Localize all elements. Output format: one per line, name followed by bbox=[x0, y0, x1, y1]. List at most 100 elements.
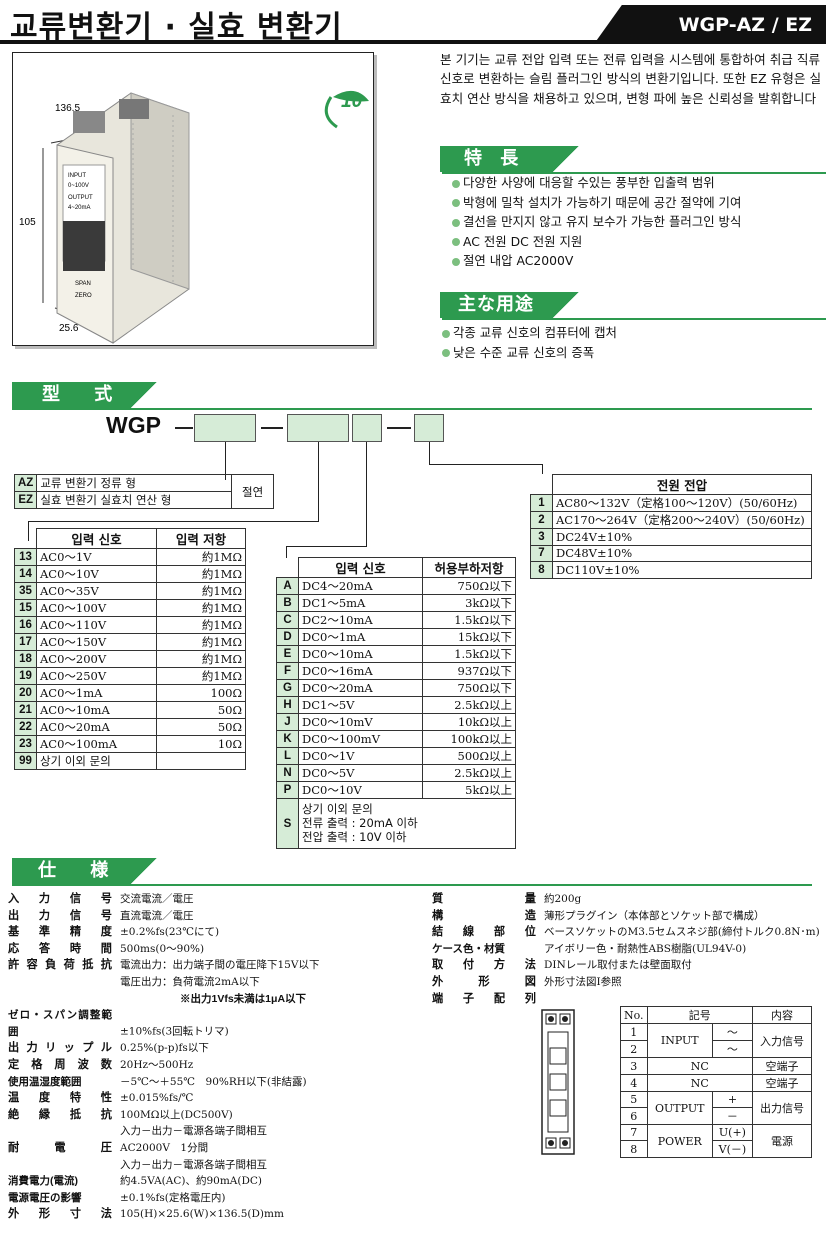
device-span-label: SPAN bbox=[75, 281, 91, 287]
spec-key: 応答時間 bbox=[8, 942, 112, 955]
features-band: 特 長 bbox=[440, 146, 576, 172]
title-rule bbox=[0, 40, 826, 44]
slot-input bbox=[287, 414, 349, 442]
spec-key: 外形寸法 bbox=[8, 1208, 112, 1221]
spec-key: 取付方法 bbox=[432, 959, 536, 972]
spec-key: ゼロ・スパン調整範囲 bbox=[8, 1009, 112, 1038]
dim-depth: 136.5 bbox=[55, 103, 80, 114]
model-dash bbox=[387, 427, 411, 429]
row-value: 1.5kΩ以下 bbox=[422, 611, 516, 629]
spec-value: 電流出力：出力端子間の電圧降下15V以下 bbox=[120, 959, 320, 972]
spec-key: 出力信号 bbox=[8, 909, 112, 922]
spec-key: 結線部位 bbox=[432, 926, 536, 939]
spec-row: 入力信号交流電流／電圧 bbox=[8, 891, 428, 908]
spec-value: 薄形プラグイン（本体部とソケット部で構成） bbox=[544, 909, 765, 922]
row-value: 937Ω以下 bbox=[422, 662, 516, 680]
bullet-icon bbox=[452, 238, 460, 247]
row-code: 15 bbox=[14, 599, 37, 617]
list-item: AC 전원 DC 전원 지원 bbox=[452, 232, 741, 252]
spec-row: 使用温湿度範囲－5℃～＋55℃ 90%RH以下(非結露) bbox=[8, 1074, 428, 1091]
spec-value: 外形寸法図Ⅰ参照 bbox=[544, 975, 622, 988]
warranty-badge-icon: 10 bbox=[324, 90, 369, 129]
row-value: 約1MΩ bbox=[156, 599, 246, 617]
terminal-block-diagram bbox=[541, 1009, 575, 1155]
uses-rule bbox=[442, 318, 826, 320]
model-heading: 型 式 bbox=[12, 382, 130, 408]
model-dash bbox=[175, 427, 193, 429]
row-signal: DC2～10mA bbox=[298, 611, 423, 629]
s-line: 전류 출력 : 20mA 이하 bbox=[302, 816, 418, 830]
row-value: 約1MΩ bbox=[156, 667, 246, 685]
row-signal: AC0～10V bbox=[36, 565, 157, 583]
row-value: 約1MΩ bbox=[156, 616, 246, 634]
spec-value: 約4.5VA(AC)、約90mA(DC) bbox=[120, 1175, 263, 1188]
row-value: 10kΩ以上 bbox=[422, 713, 516, 731]
spec-value: 105(H)×25.6(W)×136.5(D)mm bbox=[120, 1208, 284, 1221]
row-signal: DC0～1V bbox=[298, 747, 423, 765]
bullet-icon bbox=[452, 218, 460, 227]
row-signal: AC0～110V bbox=[36, 616, 157, 634]
spec-value: 500ms(0～90%) bbox=[120, 942, 205, 955]
row-code: K bbox=[276, 730, 299, 748]
row-signal: DC0～10mA bbox=[298, 645, 423, 663]
row-signal: DC0～1mA bbox=[298, 628, 423, 646]
row-signal: AC0～35V bbox=[36, 582, 157, 600]
spec-rule bbox=[12, 884, 812, 886]
spec-value: ±0.2%fs(23℃にて) bbox=[120, 926, 220, 939]
spec-row: 温度特性±0.015%fs/℃ bbox=[8, 1090, 428, 1107]
connector-line bbox=[542, 464, 543, 474]
spec-value: 約200g bbox=[544, 893, 582, 905]
spec-row: 構造薄形プラグイン（本体部とソケット部で構成） bbox=[432, 908, 826, 925]
description-text: 본 기기는 교류 전압 입력 또는 전류 입력을 시스템에 통합하여 취급 직류… bbox=[440, 52, 822, 106]
row-signal: DC1～5V bbox=[298, 696, 423, 714]
s-line: 상기 이외 문의 bbox=[302, 802, 373, 816]
row-code: 22 bbox=[14, 718, 37, 736]
row-value bbox=[156, 752, 246, 770]
row-code: 2 bbox=[530, 511, 553, 529]
spec-row: 入力－出力－電源各端子間相互 bbox=[8, 1123, 428, 1140]
warranty-number: 10 bbox=[341, 91, 363, 112]
spec-value: 電圧出力：負荷電流2mA以下 bbox=[120, 975, 260, 988]
terminal-content-header: 内容 bbox=[751, 1006, 813, 1024]
terminal-no-header: No. bbox=[620, 1006, 648, 1024]
row-signal: AC0～20mA bbox=[36, 718, 157, 736]
row-code: 21 bbox=[14, 701, 37, 719]
spec-key: 質量 bbox=[432, 893, 536, 905]
row-code: 35 bbox=[14, 582, 37, 600]
spec-row: 結線部位ベースソケットのM3.5セムスネジ部(締付トルク0.8N･m) bbox=[432, 924, 826, 941]
spec-key: 耐電圧 bbox=[8, 1141, 112, 1154]
row-value: 5kΩ以上 bbox=[422, 781, 516, 799]
row-signal: AC0～250V bbox=[36, 667, 157, 685]
row-signal: 상기 이외 문의 bbox=[36, 752, 157, 770]
device-input-range: 0~100V bbox=[68, 183, 89, 189]
row-code: 20 bbox=[14, 684, 37, 702]
spec-value: 交流電流／電圧 bbox=[120, 893, 194, 905]
spec-key: 構造 bbox=[432, 909, 536, 922]
row-code: 3 bbox=[530, 528, 553, 546]
row-code: N bbox=[276, 764, 299, 782]
resistance-col-header: 입력 저항 bbox=[156, 528, 246, 549]
row-code: 23 bbox=[14, 735, 37, 753]
row-signal: DC48V±10% bbox=[552, 544, 812, 562]
type-code: EZ bbox=[13, 491, 38, 509]
slot-output bbox=[352, 414, 382, 442]
input-col-header: 입력 신호 bbox=[36, 528, 157, 549]
model-dash bbox=[261, 427, 283, 429]
connector-line bbox=[286, 546, 287, 558]
row-value: 10Ω bbox=[156, 735, 246, 753]
